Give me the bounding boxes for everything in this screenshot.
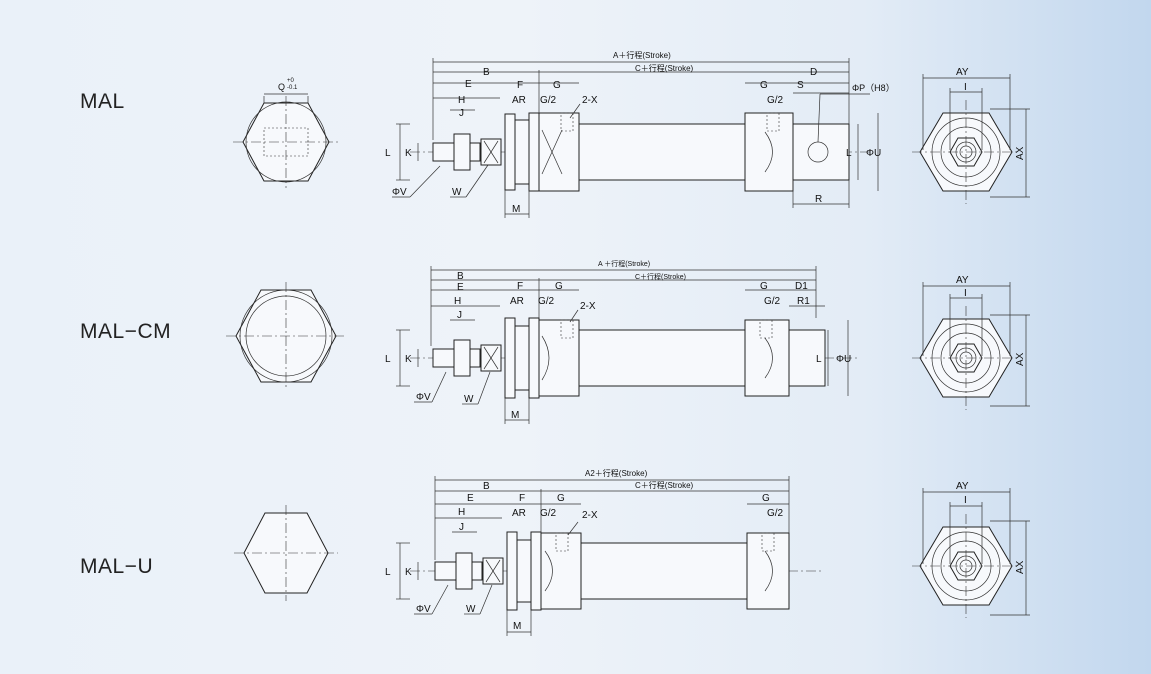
model-label-mal-u: MAL−U [80,555,154,578]
mal-u-dim-g: G [557,493,565,504]
mal-dim-v: ΦV [392,187,407,198]
mal-dim-a: A＋行程(Stroke) [613,50,671,60]
mal-cm-dim-ar: AR [510,296,524,307]
mal-cm-dim-g2-right: G/2 [764,296,781,307]
mal-end-ax: AX [1015,146,1026,160]
mal-cm-end-ax: AX [1015,352,1026,366]
mal-cm-end-ay: AY [956,275,969,286]
mal-dim-m: M [512,204,520,215]
mal-cm-dim-u: ΦU [836,354,851,365]
mal-cm-dim-h: H [454,296,461,307]
mal-dim-l-right: L [846,148,852,159]
mal-u-dim-v: ΦV [416,604,431,615]
mal-u-dim-w: W [466,604,476,615]
mal-cm-dim-k: K [405,354,412,365]
mal-u-front-view [234,505,338,601]
mal-dim-d: D [810,67,817,78]
mal-cm-front-view [226,282,346,390]
mal-u-dim-a2: A2＋行程(Stroke) [585,468,648,478]
mal-cm-dim-r1: R1 [797,296,810,307]
mal-u-dim-g-right: G [762,493,770,504]
mal-cm-dim-e: E [457,282,464,293]
mal-cm-dim-2x: 2-X [580,301,596,312]
mal-front-view: Q +0 -0.1 [233,78,339,188]
mal-cm-dim-l: L [385,354,391,365]
model-label-mal: MAL [80,90,125,113]
mal-end-i: I [964,82,967,93]
mal-cm-side-view: A ＋行程(Stroke) B C＋行程(Stroke) E F G G D1 … [385,259,860,424]
mal-dim-b: B [483,67,490,78]
mal-cm-dim-c: C＋行程(Stroke) [635,272,686,281]
mal-u-dim-ar: AR [512,508,526,519]
front-q-tol-lower: -0.1 [287,85,298,91]
mal-dim-l: L [385,148,391,159]
mal-end-ay: AY [956,67,969,78]
mal-dim-k: K [405,148,412,159]
mal-dim-u: ΦU [866,148,881,159]
mal-dim-f: F [517,80,523,91]
mal-cm-dim-j: J [457,310,462,321]
mal-u-dim-2x: 2-X [582,510,598,521]
mal-cm-dim-g2: G/2 [538,296,555,307]
mal-cm-dim-w: W [464,394,474,405]
mal-u-dim-j: J [459,522,464,533]
mal-cm-dim-l-right: L [816,354,822,365]
mal-u-end-ay: AY [956,481,969,492]
mal-cm-dim-m: M [511,410,519,421]
mal-cm-end-i: I [964,288,967,299]
front-q-label: Q [278,82,285,92]
mal-cm-dim-g-right: G [760,281,768,292]
mal-u-dim-b: B [483,481,490,492]
mal-u-dim-f: F [519,493,525,504]
mal-dim-c: C＋行程(Stroke) [635,63,694,73]
mal-u-dim-h: H [458,507,465,518]
mal-cm-end-view: AY I AX [912,275,1030,410]
mal-u-dim-k: K [405,567,412,578]
mal-dim-s: S [797,80,804,91]
mal-cm-dim-g: G [555,281,563,292]
mal-dim-h: H [458,95,465,106]
model-label-mal-cm: MAL−CM [80,320,172,343]
front-q-tol-upper: +0 [287,78,295,84]
mal-u-side-view: A2＋行程(Stroke) B C＋行程(Stroke) E F G G H A… [385,468,822,636]
mal-u-dim-m: M [513,621,521,632]
mal-side-view: A＋行程(Stroke) B C＋行程(Stroke) D E F G G S … [385,50,895,218]
mal-dim-r: R [815,194,822,205]
mal-dim-j: J [459,108,464,119]
mal-u-dim-c: C＋行程(Stroke) [635,480,694,490]
mal-cm-dim-b: B [457,271,464,282]
mal-u-dim-g2: G/2 [540,508,557,519]
mal-dim-g2: G/2 [540,95,557,106]
mal-dim-w: W [452,187,462,198]
mal-dim-p: ΦP（H8） [852,83,895,93]
mal-cm-dim-f: F [517,281,523,292]
mal-end-view: AY I AX [912,67,1030,204]
mal-u-dim-e: E [467,493,474,504]
mal-u-end-ax: AX [1015,560,1026,574]
mal-u-dim-g2-right: G/2 [767,508,784,519]
mal-dim-ar: AR [512,95,526,106]
mal-dim-g: G [553,80,561,91]
mal-u-dim-l: L [385,567,391,578]
mal-u-end-view: AY I AX [912,481,1030,618]
mal-dim-2x: 2-X [582,95,598,106]
mal-dim-e: E [465,79,472,90]
mal-u-end-i: I [964,495,967,506]
mal-dim-g-right: G [760,80,768,91]
mal-cm-dim-v: ΦV [416,392,431,403]
mal-cm-dim-d1: D1 [795,281,808,292]
mal-cm-dim-a: A ＋行程(Stroke) [598,259,650,268]
mal-dim-g2-right: G/2 [767,95,784,106]
